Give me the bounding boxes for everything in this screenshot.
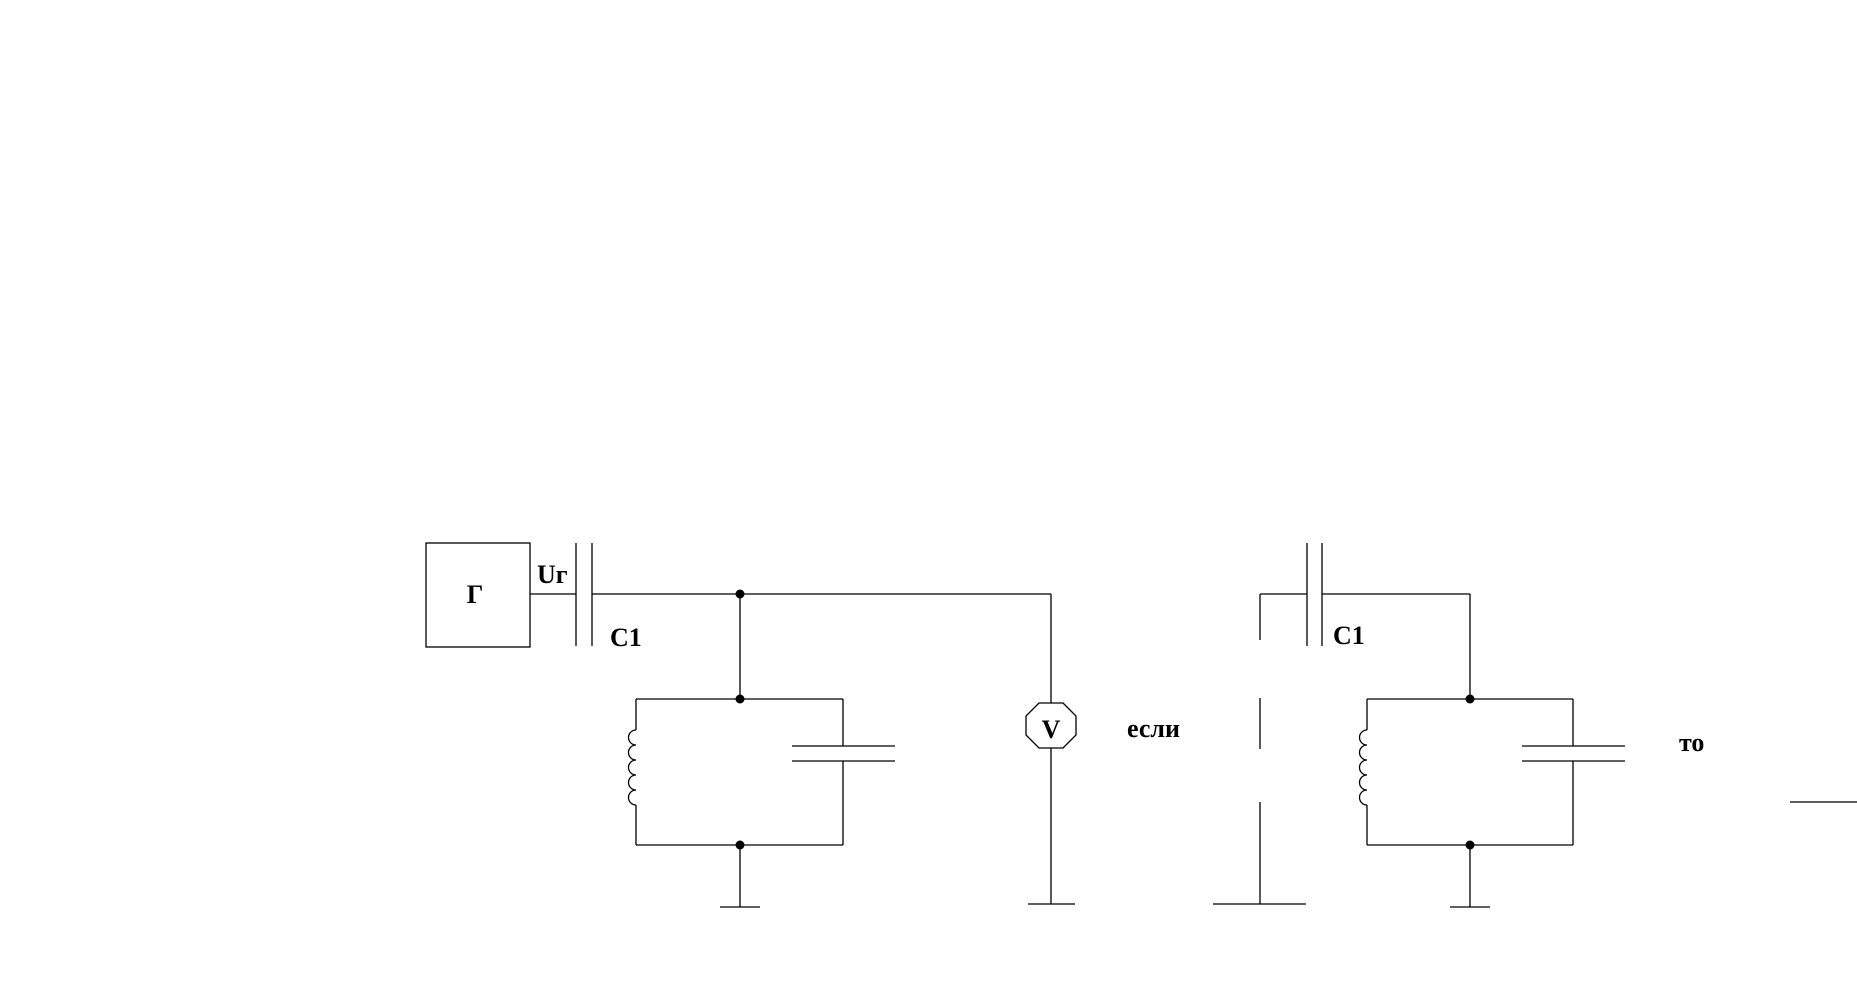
c1-label-right: C1 <box>1333 621 1365 650</box>
junction-dot <box>1465 694 1475 704</box>
c1-label-left: C1 <box>610 623 642 652</box>
word-then: то <box>1679 728 1704 757</box>
right-inductor-coil <box>1358 729 1368 806</box>
inductor-coil <box>627 729 637 806</box>
left-circuit <box>425 542 1077 908</box>
junction-dot <box>1465 840 1475 850</box>
voltmeter-symbol <box>1025 702 1077 749</box>
voltage-label: Uг <box>537 560 568 589</box>
right-junctions <box>1465 694 1475 850</box>
generator-label: Г <box>467 580 484 609</box>
voltmeter-label: V <box>1042 715 1061 744</box>
word-if: если <box>1127 714 1180 743</box>
junction-dot <box>735 589 745 599</box>
junction-dot <box>735 694 745 704</box>
junction-dot <box>735 840 745 850</box>
right-circuit <box>1213 543 1857 908</box>
left-junctions <box>735 589 745 850</box>
generator-box <box>425 542 531 648</box>
